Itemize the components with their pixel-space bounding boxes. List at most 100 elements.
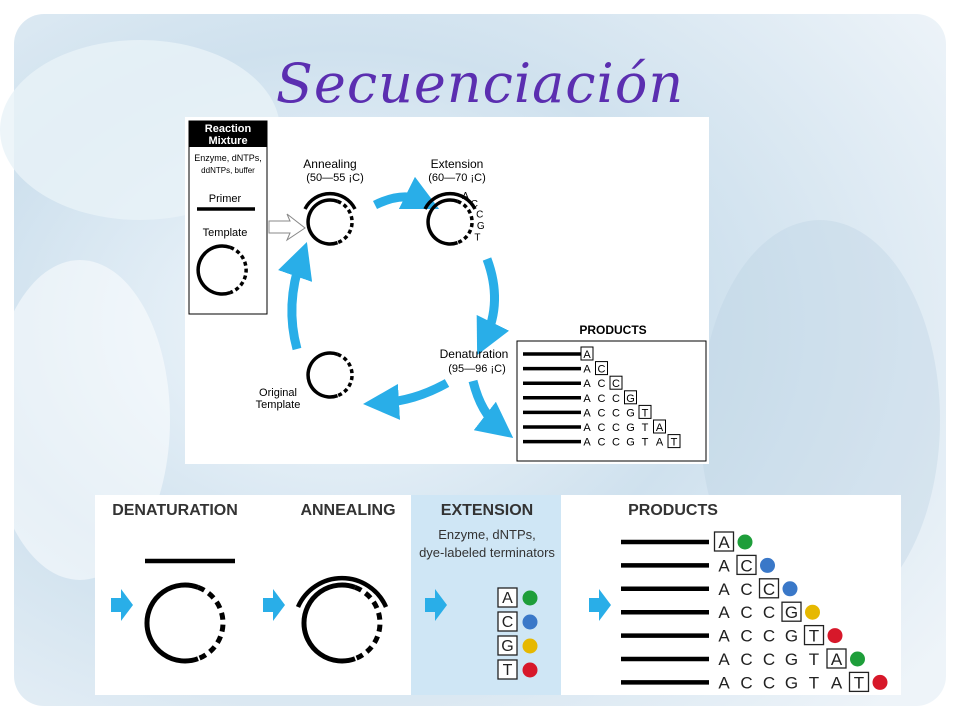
product-base: A — [583, 349, 591, 361]
dye-dot — [827, 628, 843, 644]
terminator-box — [497, 659, 518, 680]
terminator-box — [803, 624, 825, 646]
product-base: G — [626, 407, 635, 419]
annealing-primer-bottom — [295, 575, 389, 608]
terminator-box — [638, 404, 652, 419]
product-base: C — [740, 627, 752, 646]
product-base: A — [831, 673, 843, 692]
product-base: C — [598, 393, 606, 405]
product-base: C — [612, 407, 620, 419]
product-base: G — [785, 627, 798, 646]
terminator-box — [653, 419, 666, 434]
arrow-annealing — [263, 589, 285, 621]
annealing-heading: ANNEALING — [300, 502, 395, 519]
arrow-products — [589, 589, 611, 621]
product-base: A — [583, 407, 591, 419]
terminator-box — [826, 648, 847, 669]
arrow-original-to-anneal — [278, 241, 313, 351]
arrow-denaturation — [111, 589, 133, 621]
template-strand — [306, 351, 339, 399]
reaction-mixture-title-2: Mixture — [208, 135, 247, 147]
reaction-mixture-contents-1: Enzyme, dNTPs, — [194, 153, 262, 163]
product-base: T — [854, 673, 864, 692]
product-base: A — [718, 580, 730, 599]
terminator-box — [758, 578, 780, 599]
product-base: G — [626, 437, 635, 449]
reaction-mixture-box: Reaction Mixture Enzyme, dNTPs, ddNTPs, … — [188, 120, 268, 315]
product-base: C — [598, 422, 606, 434]
product-base: A — [583, 378, 591, 390]
product-base: T — [642, 422, 649, 434]
dye-terminator-diagram: DENATURATION ANNEALING EXTENSION Enzyme,… — [95, 495, 901, 695]
terminator-base: G — [501, 638, 513, 655]
product-base: A — [656, 437, 664, 449]
dye-dot — [850, 651, 865, 667]
dye-dot — [737, 534, 753, 550]
terminator-box — [595, 361, 608, 376]
terminator-box — [497, 587, 518, 608]
extension-contents-1: Enzyme, dNTPs, — [438, 527, 536, 542]
product-base: C — [763, 673, 775, 692]
template-strand — [426, 198, 459, 246]
dye-dot — [872, 674, 888, 690]
denaturation-ring — [144, 582, 226, 664]
terminator-box — [497, 635, 518, 656]
product-base: C — [763, 650, 775, 669]
dye-dot — [522, 662, 538, 678]
slide-title: Secuenciación — [275, 52, 685, 115]
dye-dot — [760, 557, 775, 573]
arrow-extend-to-denature — [476, 257, 510, 356]
product-base: C — [740, 603, 752, 622]
terminator-base: A — [502, 590, 513, 607]
template-strand — [144, 582, 199, 664]
template-strand-dashed — [229, 245, 248, 295]
products-heading: PRODUCTS — [628, 502, 718, 519]
product-base: T — [642, 407, 649, 419]
original-label-1: Original — [259, 387, 297, 399]
annealing-primer — [303, 191, 357, 210]
terminator-box — [580, 346, 594, 361]
extension-label: Extension — [431, 157, 484, 171]
template-strand — [306, 198, 339, 246]
annealing-ring-bottom — [301, 582, 383, 664]
product-base: C — [598, 378, 606, 390]
product-base: C — [763, 580, 775, 599]
product-base: A — [718, 533, 730, 552]
product-base: A — [656, 422, 664, 434]
product-base: C — [763, 603, 775, 622]
product-base: C — [598, 407, 606, 419]
extension-letter: G — [477, 221, 485, 232]
mixture-arrow — [268, 213, 306, 242]
extension-primer — [423, 191, 477, 210]
product-base: C — [763, 627, 775, 646]
product-base: A — [583, 422, 591, 434]
extension-letter: T — [474, 233, 480, 244]
reaction-mixture-contents-2: ddNTPs, buffer — [201, 166, 255, 175]
template-strand — [196, 244, 231, 296]
original-template-ring — [306, 351, 354, 399]
product-base: C — [612, 393, 620, 405]
original-label-2: Template — [256, 399, 301, 411]
product-base: A — [718, 650, 730, 669]
product-base: A — [831, 650, 843, 669]
product-base: T — [809, 627, 819, 646]
product-base: A — [718, 673, 730, 692]
arrow-denature-to-original — [363, 379, 450, 420]
extension-panel — [411, 495, 561, 695]
terminator-box — [781, 601, 802, 622]
reaction-mixture-title-1: Reaction — [205, 123, 252, 135]
product-base: C — [598, 364, 606, 376]
terminator-box — [497, 611, 518, 632]
cycle-arrows — [278, 176, 514, 439]
template-ring — [196, 244, 248, 296]
template-strand-dashed — [197, 584, 226, 662]
arrow-to-products — [468, 379, 514, 439]
extension-ring — [426, 198, 474, 246]
arrow-anneal-to-extend — [372, 176, 440, 210]
template-strand — [301, 582, 356, 664]
terminator-box — [713, 531, 735, 552]
